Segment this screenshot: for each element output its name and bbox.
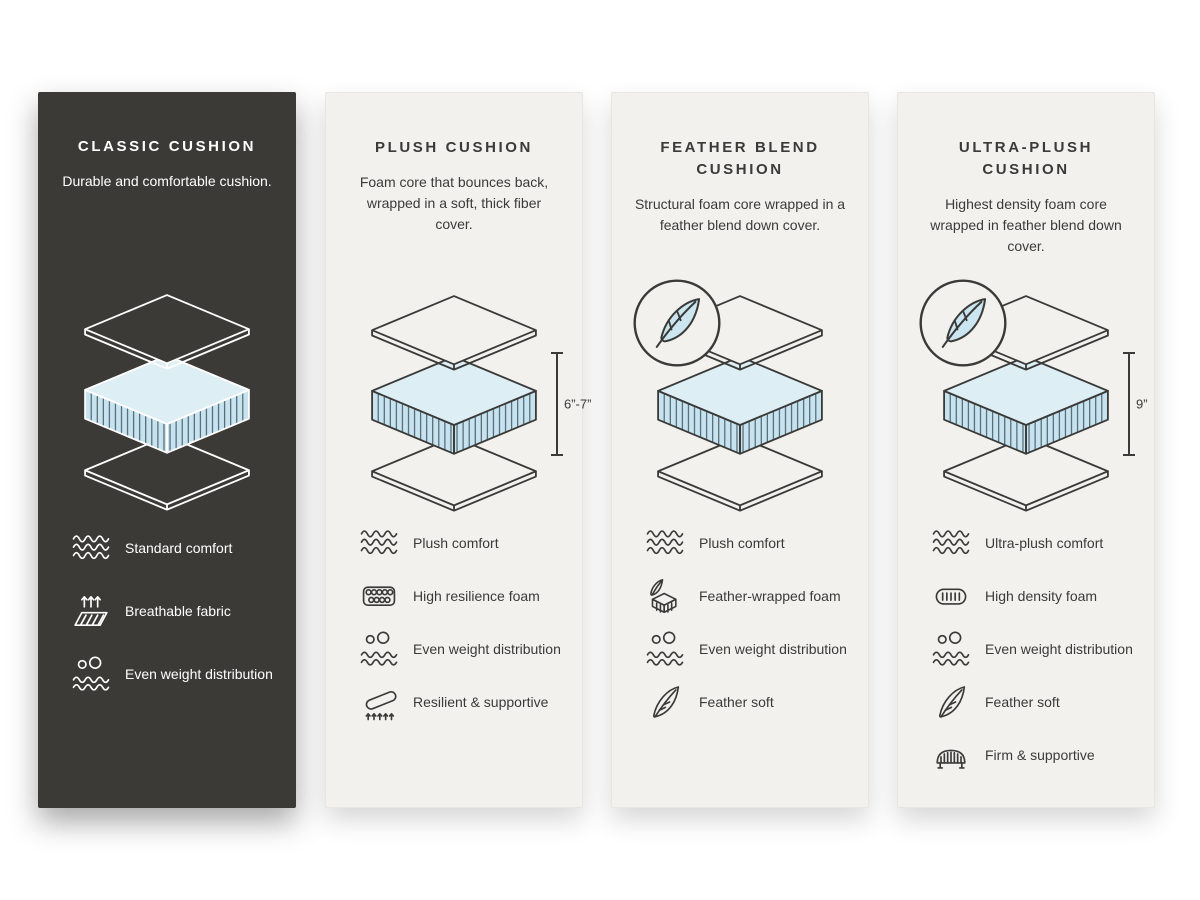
card-feather-blend-cushion: FEATHER BLEND CUSHION Structural foam co… bbox=[611, 92, 869, 808]
card-plush-cushion: PLUSH CUSHION Foam core that bounces bac… bbox=[325, 92, 591, 808]
feature-label: Plush comfort bbox=[413, 534, 499, 551]
feature-label: Resilient & supportive bbox=[413, 693, 549, 710]
card-title: ULTRA-PLUSH CUSHION bbox=[958, 139, 1094, 178]
feature-label: High resilience foam bbox=[413, 587, 540, 604]
feature-row: High resilience foam bbox=[359, 576, 566, 616]
feature-label: Feather soft bbox=[699, 693, 774, 710]
feature-label: Even weight distribution bbox=[413, 640, 561, 657]
breathable-icon bbox=[71, 591, 111, 631]
feature-row: Even weight distribution bbox=[71, 654, 280, 694]
feature-label: Even weight distribution bbox=[985, 640, 1133, 657]
feature-label: Ultra-plush comfort bbox=[985, 534, 1104, 551]
cushion-layers-diagram bbox=[76, 292, 258, 512]
card-description: Durable and comfortable cushion. bbox=[62, 172, 272, 189]
feather-icon bbox=[645, 682, 685, 722]
waves-icon bbox=[71, 528, 111, 568]
card-title: CLASSIC CUSHION bbox=[77, 138, 257, 155]
card-ultra-plush-cushion: ULTRA-PLUSH CUSHION Highest density foam… bbox=[897, 92, 1155, 808]
card-classic-cushion: CLASSIC CUSHION Durable and comfortable … bbox=[38, 92, 296, 808]
feature-row: Ultra-plush comfort bbox=[931, 523, 1138, 563]
waves-icon bbox=[931, 523, 971, 563]
dimension-label: 9” bbox=[1136, 396, 1148, 412]
dimension-indicator: 6”-7” bbox=[551, 352, 591, 456]
cushion-illustration: 6”-7” bbox=[363, 293, 591, 513]
feature-row: Breathable fabric bbox=[71, 591, 280, 631]
feature-label: Plush comfort bbox=[699, 534, 785, 551]
waves-icon bbox=[359, 523, 399, 563]
feather-badge-icon bbox=[631, 277, 723, 369]
card-title: PLUSH CUSHION bbox=[375, 139, 533, 156]
feature-row: Resilient & supportive bbox=[359, 682, 566, 722]
dimension-label: 6”-7” bbox=[564, 396, 592, 412]
feature-label: Breathable fabric bbox=[125, 602, 231, 619]
even-weight-icon bbox=[71, 654, 111, 694]
card-description: Highest density foam core wrapped in fea… bbox=[930, 195, 1122, 254]
even-weight-icon bbox=[645, 629, 685, 669]
feature-row: Feather soft bbox=[645, 682, 852, 722]
feature-label: Feather soft bbox=[985, 693, 1060, 710]
feature-list: Plush comfort High resilience foam Even … bbox=[359, 523, 566, 722]
feature-row: Standard comfort bbox=[71, 528, 280, 568]
foam-cells-icon bbox=[359, 576, 399, 616]
even-weight-icon bbox=[931, 629, 971, 669]
cushion-layers-diagram bbox=[363, 293, 545, 513]
feature-label: Feather-wrapped foam bbox=[699, 587, 841, 604]
feature-label: Even weight distribution bbox=[699, 640, 847, 657]
cushion-illustration: 9” bbox=[935, 293, 1148, 513]
feather-foam-icon bbox=[645, 576, 685, 616]
dimension-indicator: 9” bbox=[1123, 352, 1148, 456]
feather-icon bbox=[931, 682, 971, 722]
feather-badge-icon bbox=[917, 277, 1009, 369]
feature-row: Even weight distribution bbox=[359, 629, 566, 669]
feature-label: Standard comfort bbox=[125, 539, 233, 556]
waves-icon bbox=[645, 523, 685, 563]
feature-row: High density foam bbox=[931, 576, 1138, 616]
feature-list: Standard comfort Breathable fabric Even … bbox=[71, 528, 280, 694]
density-foam-icon bbox=[931, 576, 971, 616]
feature-row: Plush comfort bbox=[645, 523, 852, 563]
resilient-icon bbox=[359, 682, 399, 722]
feature-row: Plush comfort bbox=[359, 523, 566, 563]
feature-row: Even weight distribution bbox=[931, 629, 1138, 669]
even-weight-icon bbox=[359, 629, 399, 669]
card-description: Structural foam core wrapped in a feathe… bbox=[634, 195, 846, 233]
cushion-illustration bbox=[76, 292, 258, 512]
feature-label: High density foam bbox=[985, 587, 1098, 604]
feature-row: Even weight distribution bbox=[645, 629, 852, 669]
dimension-line bbox=[556, 353, 558, 455]
feature-row: Feather-wrapped foam bbox=[645, 576, 852, 616]
feature-list: Ultra-plush comfort High density foam Ev… bbox=[931, 523, 1138, 775]
feature-list: Plush comfort Feather-wrapped foam Even … bbox=[645, 523, 852, 722]
firm-icon bbox=[931, 735, 971, 775]
feature-row: Firm & supportive bbox=[931, 735, 1138, 775]
cushion-illustration bbox=[649, 293, 831, 513]
feature-label: Even weight distribution bbox=[125, 665, 273, 682]
feature-row: Feather soft bbox=[931, 682, 1138, 722]
card-description: Foam core that bounces back, wrapped in … bbox=[359, 173, 549, 232]
feature-label: Firm & supportive bbox=[985, 746, 1095, 763]
card-title: FEATHER BLEND CUSHION bbox=[660, 139, 820, 178]
dimension-line bbox=[1128, 353, 1130, 455]
